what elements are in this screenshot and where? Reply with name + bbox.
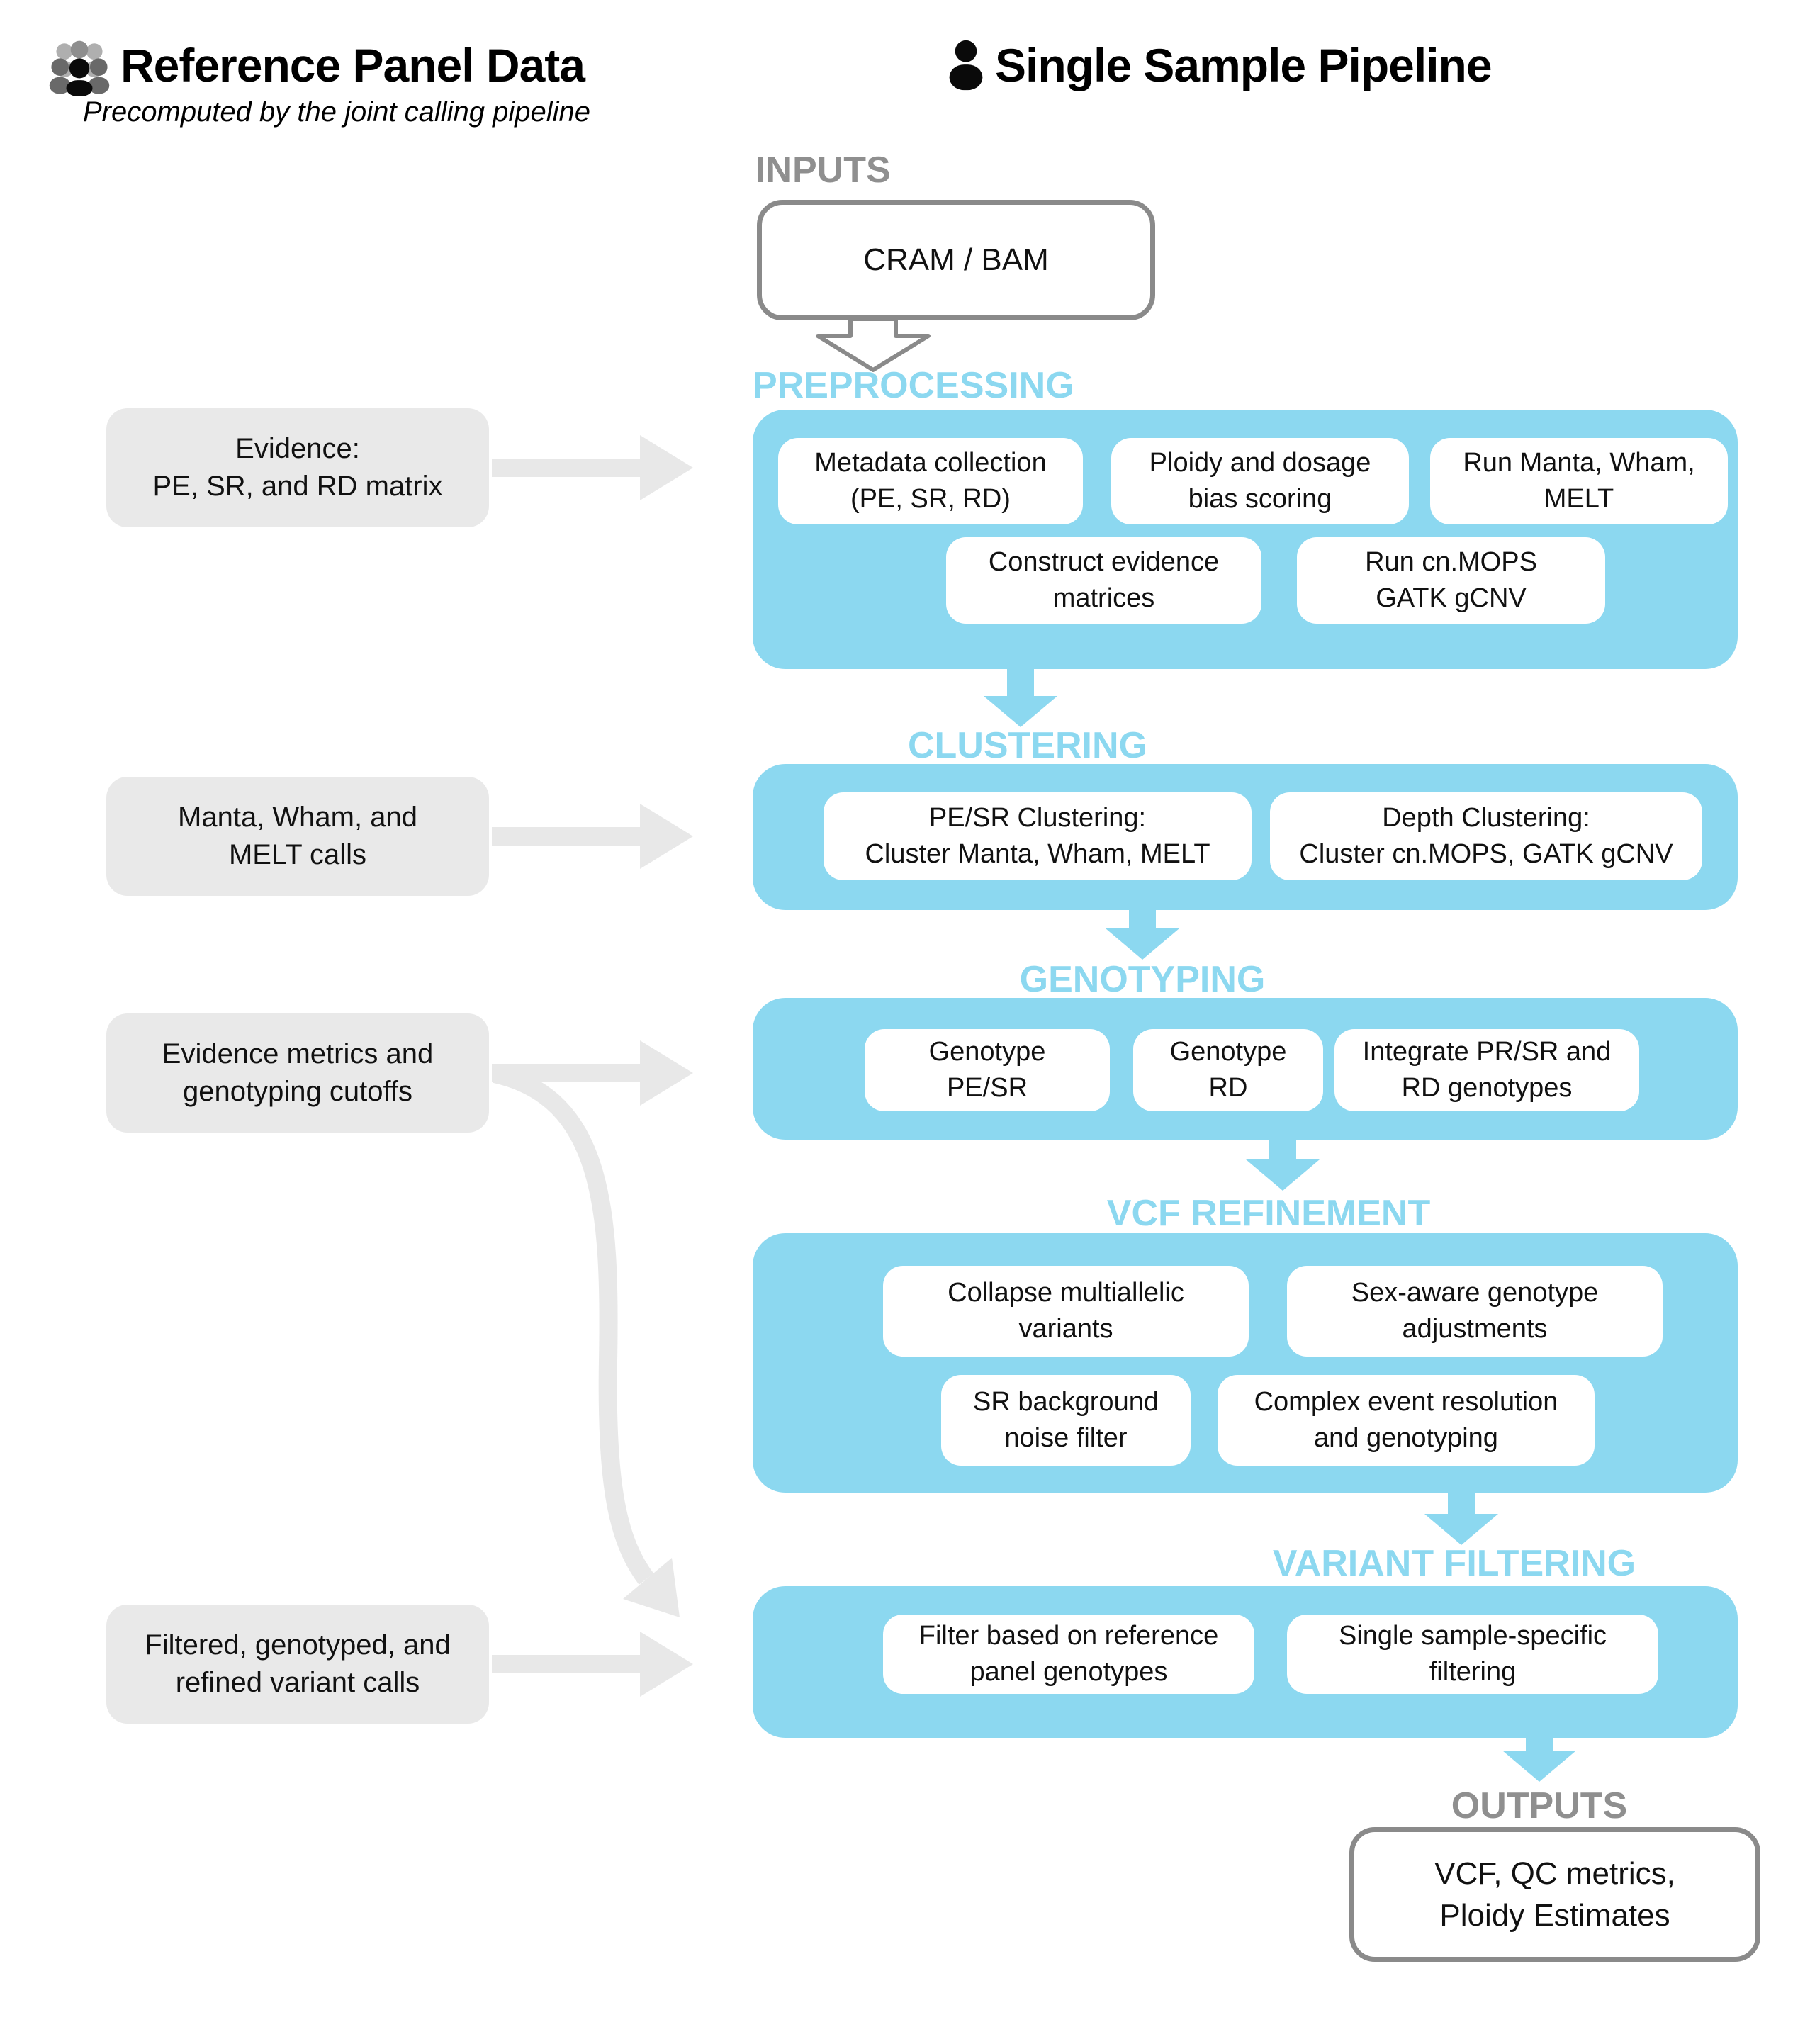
reference-panel-box: Evidence metrics and genotyping cutoffs	[106, 1013, 489, 1133]
step-box: Filter based on reference panel genotype…	[883, 1615, 1254, 1694]
section-label-variant-filtering: VARIANT FILTERING	[1272, 1543, 1636, 1584]
reference-panel-header: Reference Panel Data	[48, 34, 585, 96]
section-container-preprocessing: Metadata collection (PE, SR, RD) Ploidy …	[753, 410, 1738, 669]
step-box: Metadata collection (PE, SR, RD)	[778, 438, 1083, 524]
section-label-clustering: CLUSTERING	[908, 725, 1147, 766]
step-box: PE/SR Clustering: Cluster Manta, Wham, M…	[824, 792, 1252, 880]
step-box: Run Manta, Wham, MELT	[1430, 438, 1728, 524]
reference-panel-title: Reference Panel Data	[120, 39, 585, 91]
section-label-genotyping: GENOTYPING	[1019, 959, 1266, 1000]
step-box: Single sample-specific filtering	[1287, 1615, 1658, 1694]
inputs-label: INPUTS	[755, 150, 891, 191]
input-box-cram-bam: CRAM / BAM	[757, 200, 1155, 320]
step-box: Genotype PE/SR	[865, 1029, 1110, 1111]
flow-arrow-down	[1502, 1738, 1576, 1782]
flow-arrow-down	[1424, 1493, 1498, 1545]
step-box: Depth Clustering: Cluster cn.MOPS, GATK …	[1270, 792, 1702, 880]
reference-panel-box: Manta, Wham, and MELT calls	[106, 777, 489, 896]
reference-panel-box: Filtered, genotyped, and refined variant…	[106, 1605, 489, 1724]
panel-connector-curve	[493, 1065, 680, 1617]
reference-panel-subtitle: Precomputed by the joint calling pipelin…	[83, 96, 590, 128]
panel-connector-arrow	[492, 1632, 693, 1697]
section-container-genotyping: Genotype PE/SR Genotype RD Integrate PR/…	[753, 998, 1738, 1140]
people-group-icon	[48, 34, 111, 96]
reference-panel-box: Evidence: PE, SR, and RD matrix	[106, 408, 489, 527]
pipeline-header: Single Sample Pipeline	[947, 35, 1493, 95]
section-container-clustering: PE/SR Clustering: Cluster Manta, Wham, M…	[753, 764, 1738, 910]
step-box: SR background noise filter	[941, 1375, 1191, 1466]
step-box: Run cn.MOPS GATK gCNV	[1297, 537, 1605, 624]
flow-arrow-down	[984, 669, 1057, 727]
step-box: Collapse multiallelic variants	[883, 1266, 1249, 1357]
step-box: Sex-aware genotype adjustments	[1287, 1266, 1663, 1357]
pipeline-title: Single Sample Pipeline	[995, 39, 1493, 91]
step-box: Construct evidence matrices	[946, 537, 1261, 624]
step-box: Complex event resolution and genotyping	[1218, 1375, 1595, 1466]
panel-connector-arrow	[492, 804, 693, 869]
input-flow-arrow	[816, 317, 931, 372]
step-box: Integrate PR/SR and RD genotypes	[1334, 1029, 1639, 1111]
flow-arrow-down	[1246, 1140, 1320, 1191]
panel-connector-arrow	[492, 435, 693, 500]
output-box: VCF, QC metrics, Ploidy Estimates	[1349, 1827, 1760, 1962]
flow-arrow-down	[1106, 910, 1179, 960]
section-label-vcf-refinement: VCF REFINEMENT	[1106, 1193, 1431, 1234]
step-box: Ploidy and dosage bias scoring	[1111, 438, 1409, 524]
step-box: Genotype RD	[1133, 1029, 1323, 1111]
outputs-label: OUTPUTS	[1451, 1785, 1628, 1826]
section-label-preprocessing: PREPROCESSING	[753, 365, 1074, 406]
section-container-vcf-refinement: Collapse multiallelic variants Sex-aware…	[753, 1233, 1738, 1493]
section-container-variant-filtering: Filter based on reference panel genotype…	[753, 1586, 1738, 1738]
person-icon	[947, 35, 985, 95]
